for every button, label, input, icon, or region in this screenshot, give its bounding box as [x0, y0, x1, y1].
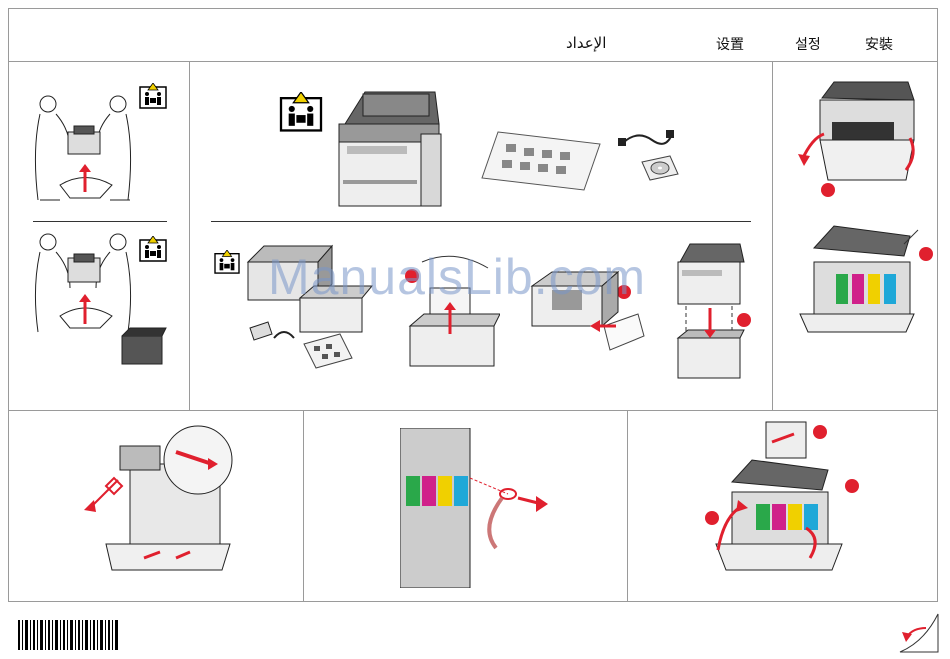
heavy-lift-warning-icon [278, 92, 324, 132]
software-cd-illustration [640, 154, 680, 182]
watermark-text: ManualsLib.com [268, 248, 646, 306]
center-panel-divider [211, 221, 751, 222]
open-front-door-illustration [798, 78, 920, 198]
col-divider-3 [303, 410, 304, 602]
lift-scanner-illustration [794, 218, 940, 338]
col-divider-1 [189, 61, 190, 410]
heavy-lift-warning-icon [139, 83, 167, 109]
header-arabic: الإعداد [566, 34, 606, 52]
header-divider [8, 61, 938, 62]
remove-packing-tape-illustration [80, 424, 250, 584]
printer-illustration [335, 84, 445, 212]
barcode [18, 620, 118, 650]
setup-sheet-illustration [480, 130, 602, 192]
close-printer-illustration [702, 420, 862, 585]
printer-on-tray-illustration [674, 240, 754, 386]
left-panel-divider [33, 221, 167, 222]
heavy-lift-warning-icon [139, 236, 167, 262]
header-chinese-traditional: 安裝 [865, 34, 893, 54]
header-chinese-simplified: 设置 [716, 34, 744, 54]
page-curl-icon[interactable] [898, 612, 940, 654]
heavy-lift-warning-icon [214, 250, 240, 274]
col-divider-2 [772, 61, 773, 410]
row-divider [8, 410, 938, 411]
col-divider-4 [627, 410, 628, 602]
header-korean: 설정 [795, 34, 821, 54]
power-cord-illustration [618, 126, 674, 154]
remove-toner-packing-illustration [400, 428, 550, 588]
